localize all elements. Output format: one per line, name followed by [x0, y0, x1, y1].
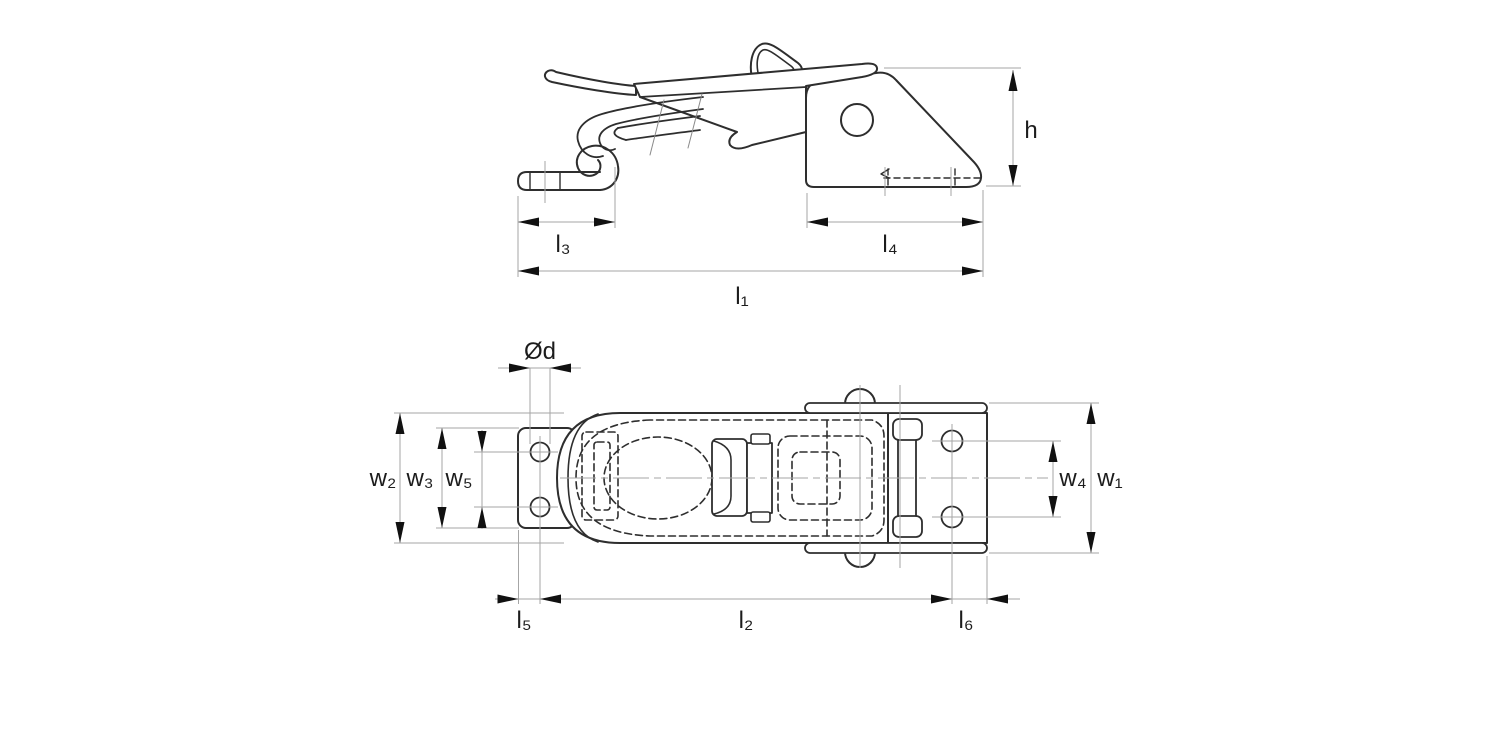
slider-tab-bottom: [750, 511, 771, 523]
label-l6: l₆: [958, 607, 973, 634]
label-w1: w₁: [1096, 465, 1122, 492]
hook-rods: [576, 96, 704, 158]
hook-pipe: [517, 171, 601, 191]
slider-tab-top: [750, 433, 771, 445]
label-w5: w₅: [445, 465, 473, 492]
label-l2: l₂: [739, 607, 754, 634]
dimension-arrowheads: [395, 70, 1096, 604]
lever-blade: [633, 62, 879, 150]
label-l1: l₁: [735, 283, 748, 310]
side-view: [517, 42, 983, 191]
label-h: h: [1024, 117, 1037, 144]
hook-curl: [575, 144, 620, 191]
label-w4: w₄: [1058, 465, 1086, 492]
bracket-hole: [840, 103, 874, 137]
dimension-lines: [394, 67, 1099, 604]
label-l3: l₃: [555, 231, 570, 258]
flange-top: [804, 402, 988, 414]
label-od: Ød: [524, 338, 556, 365]
label-l4: l₄: [882, 231, 897, 258]
rod-hatch-marks: [649, 93, 703, 156]
hook-arm-upper: [543, 69, 637, 96]
label-l5: l₅: [517, 607, 532, 634]
flange-bottom: [804, 542, 988, 554]
bracket-hidden-lines: [880, 168, 982, 190]
label-w2: w₂: [369, 465, 397, 492]
label-w3: w₃: [405, 465, 433, 492]
lever-blade-edge: [639, 86, 807, 98]
dimension-labels: h l₃ l₄ l₁ Ød w₂ w₃ w₅ w₄ w₁ l₅ l₂ l₆: [369, 117, 1123, 634]
